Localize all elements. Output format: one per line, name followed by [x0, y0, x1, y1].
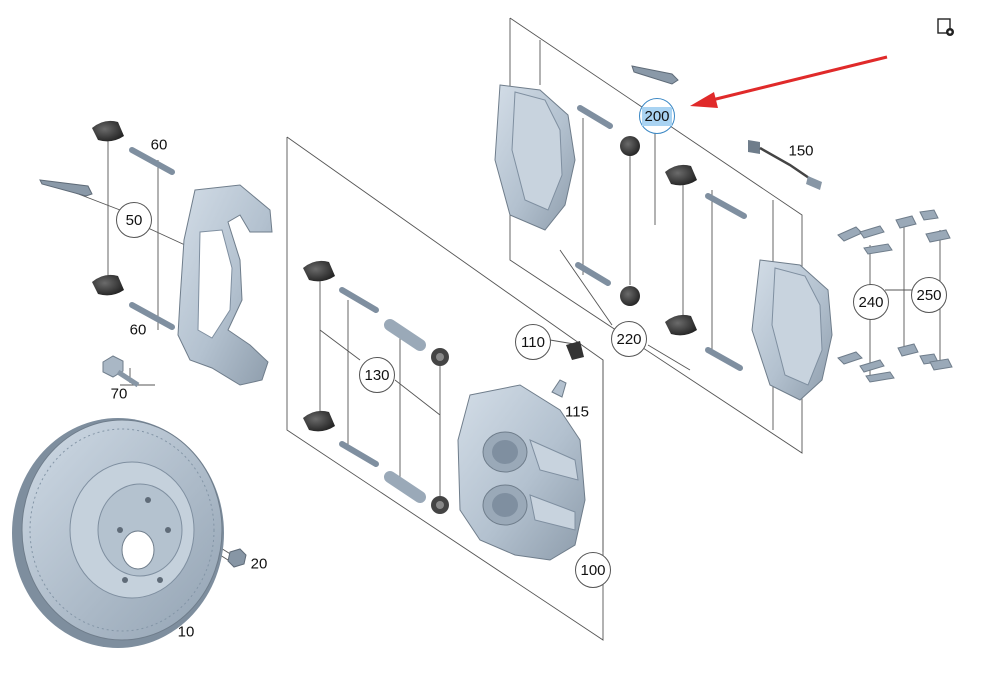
pad-springs-240[interactable]	[837, 225, 895, 383]
guide-boot-bottom-left[interactable]	[92, 274, 124, 296]
callout-130-label: 130	[364, 366, 390, 384]
callout-110[interactable]: 110	[515, 324, 551, 360]
disc-screw[interactable]	[227, 548, 247, 568]
brake-disc[interactable]	[12, 418, 224, 648]
guide-pin-bottom[interactable]	[384, 471, 426, 503]
bolt-60-bottom[interactable]	[129, 302, 175, 330]
wedge-tool-left[interactable]	[39, 179, 93, 197]
bolt-70[interactable]	[102, 355, 140, 388]
callout-100[interactable]: 100	[575, 552, 611, 588]
pad-bolt-top[interactable]	[577, 105, 613, 129]
seal-ring-top[interactable]	[431, 348, 449, 366]
label-60-top[interactable]: 60	[150, 136, 168, 154]
callout-250-label: 250	[916, 286, 942, 304]
pad-cap-top[interactable]	[620, 136, 640, 156]
callout-220-label: 220	[616, 330, 642, 348]
label-60-bottom[interactable]: 60	[129, 321, 147, 339]
brake-pad-inner[interactable]	[494, 84, 576, 231]
boot-130-bottom[interactable]	[303, 410, 335, 432]
callout-110-label: 110	[521, 333, 545, 351]
caliper-carrier[interactable]	[177, 184, 273, 386]
pad-cap-bottom[interactable]	[620, 286, 640, 306]
callout-50-label: 50	[125, 211, 143, 229]
red-arrow	[690, 55, 888, 108]
wedge-tool-right[interactable]	[631, 65, 679, 85]
callout-240[interactable]: 240	[853, 284, 889, 320]
callout-220[interactable]: 220	[611, 321, 647, 357]
guide-pin-top[interactable]	[384, 319, 426, 351]
callout-250[interactable]: 250	[911, 277, 947, 313]
callout-130[interactable]: 130	[359, 357, 395, 393]
pad-springs-250[interactable]	[895, 209, 953, 371]
label-70[interactable]: 70	[110, 385, 128, 403]
bolt-130-top[interactable]	[339, 287, 379, 313]
brake-pad-outer[interactable]	[751, 259, 833, 401]
label-150[interactable]: 150	[788, 142, 814, 160]
caliper-body[interactable]	[457, 384, 586, 561]
bolt-60-top[interactable]	[129, 147, 175, 175]
bolt-130-bottom[interactable]	[339, 441, 379, 467]
bolt-right-top[interactable]	[705, 193, 747, 219]
callout-240-label: 240	[858, 293, 884, 311]
seal-ring-bottom[interactable]	[431, 496, 449, 514]
pad-bolt-bottom[interactable]	[575, 262, 611, 286]
callout-200-label: 200	[642, 106, 672, 126]
page-settings-icon[interactable]	[936, 17, 956, 37]
wear-sensor-150[interactable]	[748, 140, 822, 190]
boot-130-top[interactable]	[303, 260, 335, 282]
boot-right-bottom[interactable]	[665, 314, 697, 336]
bleed-screw[interactable]	[551, 379, 567, 398]
sensor-110[interactable]	[566, 341, 584, 360]
callout-200[interactable]: 200	[639, 98, 675, 134]
callout-100-label: 100	[580, 561, 606, 579]
bolt-right-bottom[interactable]	[705, 347, 743, 371]
callout-50[interactable]: 50	[116, 202, 152, 238]
guide-boot-top-left[interactable]	[92, 120, 124, 142]
label-115[interactable]: 115	[565, 403, 589, 421]
label-20[interactable]: 20	[250, 555, 268, 573]
boot-right-top[interactable]	[665, 164, 697, 186]
label-10[interactable]: 10	[177, 623, 195, 641]
